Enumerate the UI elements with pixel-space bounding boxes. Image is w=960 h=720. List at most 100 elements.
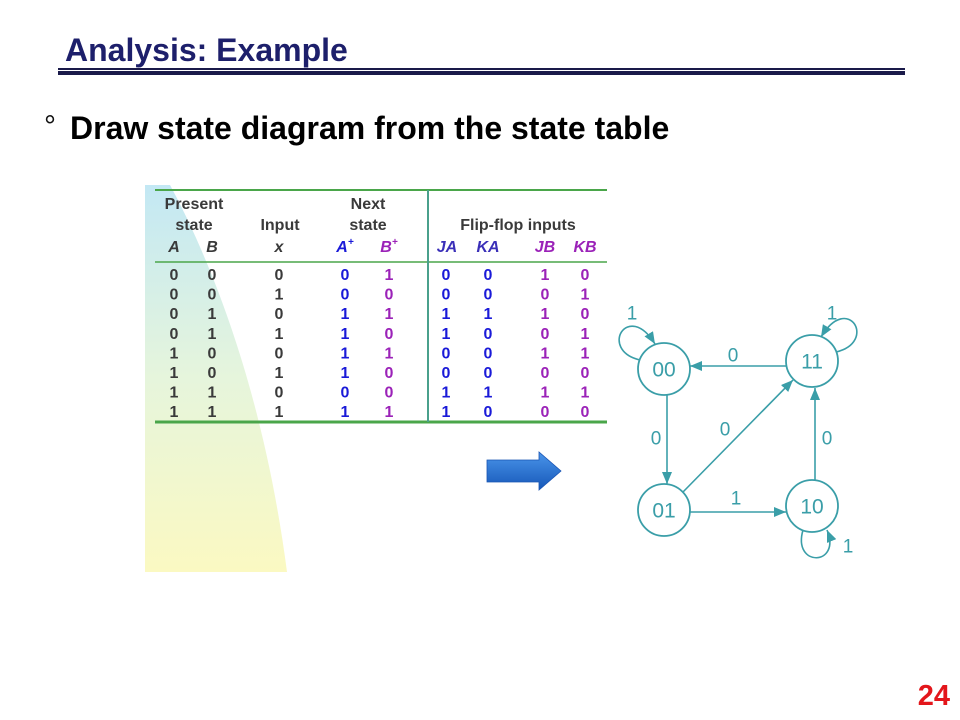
cell-b: 0 xyxy=(208,287,217,304)
cell-b-next: 1 xyxy=(385,404,394,421)
cell-x: 0 xyxy=(275,306,284,323)
cell-ja: 0 xyxy=(442,267,451,284)
column-header-ja: JA xyxy=(437,239,457,256)
cell-b-next: 0 xyxy=(385,365,394,382)
column-header-a-next-sup: + xyxy=(348,237,354,248)
state-11: 11 xyxy=(785,334,839,388)
cell-a-next: 0 xyxy=(341,267,350,284)
transition-label: 0 xyxy=(822,429,833,450)
cell-ja: 1 xyxy=(442,385,451,402)
cell-b: 1 xyxy=(208,306,217,323)
cell-jb: 0 xyxy=(541,365,550,382)
cell-a: 1 xyxy=(170,404,179,421)
cell-jb: 1 xyxy=(541,345,550,362)
cell-kb: 1 xyxy=(581,287,590,304)
state-circle xyxy=(637,342,691,396)
cell-a: 0 xyxy=(170,267,179,284)
cell-kb: 1 xyxy=(581,326,590,343)
cell-ja: 0 xyxy=(442,365,451,382)
cell-a-next: 1 xyxy=(341,345,350,362)
transition-11-to-00: 0 xyxy=(690,346,786,371)
cell-ka: 0 xyxy=(484,267,493,284)
cell-a-next: 1 xyxy=(341,326,350,343)
cell-ja: 0 xyxy=(442,345,451,362)
state-01: 01 xyxy=(637,483,691,537)
cell-x: 1 xyxy=(275,287,284,304)
state-label: 01 xyxy=(652,499,675,522)
transition-label: 1 xyxy=(827,304,838,325)
bullet-text: Draw state diagram from the state table xyxy=(70,110,670,146)
cell-ka: 1 xyxy=(484,385,493,402)
cell-ja: 1 xyxy=(442,326,451,343)
column-header-x: x xyxy=(274,239,285,256)
cell-ka: 0 xyxy=(484,365,493,382)
cell-a-next: 1 xyxy=(341,365,350,382)
cell-jb: 1 xyxy=(541,385,550,402)
column-header-b-next-sup: + xyxy=(392,237,398,248)
state-label: 11 xyxy=(801,350,823,373)
state-table: Present state Input Next state Flip-flop… xyxy=(155,189,607,424)
self-loop-arrow xyxy=(820,317,858,353)
transition-00-to-00: 1 xyxy=(618,304,656,361)
cell-jb: 1 xyxy=(541,306,550,323)
cell-kb: 0 xyxy=(581,365,590,382)
self-loop-arrow xyxy=(800,529,837,559)
cell-ka: 0 xyxy=(484,287,493,304)
cell-b: 1 xyxy=(208,404,217,421)
cell-kb: 1 xyxy=(581,385,590,402)
right-arrow-icon xyxy=(486,451,562,491)
cell-a: 0 xyxy=(170,326,179,343)
header-flip-flop-inputs: Flip-flop inputs xyxy=(460,217,576,234)
table-header: Present state Input Next state Flip-flop… xyxy=(165,196,597,256)
column-header-b-next: B+ xyxy=(380,237,398,256)
transition-label: 1 xyxy=(627,304,638,325)
cell-b: 0 xyxy=(208,345,217,362)
header-input: Input xyxy=(260,217,300,234)
transition-11-to-11: 1 xyxy=(820,304,858,353)
cell-b-next: 1 xyxy=(385,306,394,323)
cell-b-next: 1 xyxy=(385,345,394,362)
cell-b-next: 0 xyxy=(385,287,394,304)
cell-a-next: 0 xyxy=(341,287,350,304)
state-circle xyxy=(785,334,839,388)
state-label: 10 xyxy=(800,495,823,518)
cell-b: 1 xyxy=(208,385,217,402)
transition-label: 0 xyxy=(651,429,662,450)
cell-a: 0 xyxy=(170,287,179,304)
cell-kb: 0 xyxy=(581,404,590,421)
cell-a-next: 1 xyxy=(341,306,350,323)
state-circle xyxy=(785,479,839,533)
state-label: 00 xyxy=(652,358,675,381)
cell-x: 1 xyxy=(275,365,284,382)
cell-ja: 0 xyxy=(442,287,451,304)
cell-a-next: 1 xyxy=(341,404,350,421)
cell-x: 0 xyxy=(275,267,284,284)
transition-10-to-11: 0 xyxy=(810,388,833,480)
title-rule-thick xyxy=(58,71,905,75)
column-header-ka: KA xyxy=(476,239,499,256)
cell-a: 1 xyxy=(170,385,179,402)
cell-ja: 1 xyxy=(442,306,451,323)
header-present: Present xyxy=(165,196,224,213)
cell-jb: 0 xyxy=(541,326,550,343)
table-body: 0 0 0 0 1 0 0 1 0 0 0 1 0 0 0 0 0 1 0 1 0 1 1 1 1 1 0 0 1 1 1 0 1 0 0 1 1 0 0 1… xyxy=(170,267,590,421)
cell-b: 0 xyxy=(208,267,217,284)
cell-kb: 0 xyxy=(581,267,590,284)
cell-ka: 0 xyxy=(484,326,493,343)
cell-ka: 1 xyxy=(484,306,493,323)
column-header-b: B xyxy=(206,239,218,256)
transition-10-to-10: 1 xyxy=(800,529,853,559)
column-header-jb: JB xyxy=(535,239,555,256)
cell-b-next: 0 xyxy=(385,385,394,402)
page-number: 24 xyxy=(917,680,950,712)
